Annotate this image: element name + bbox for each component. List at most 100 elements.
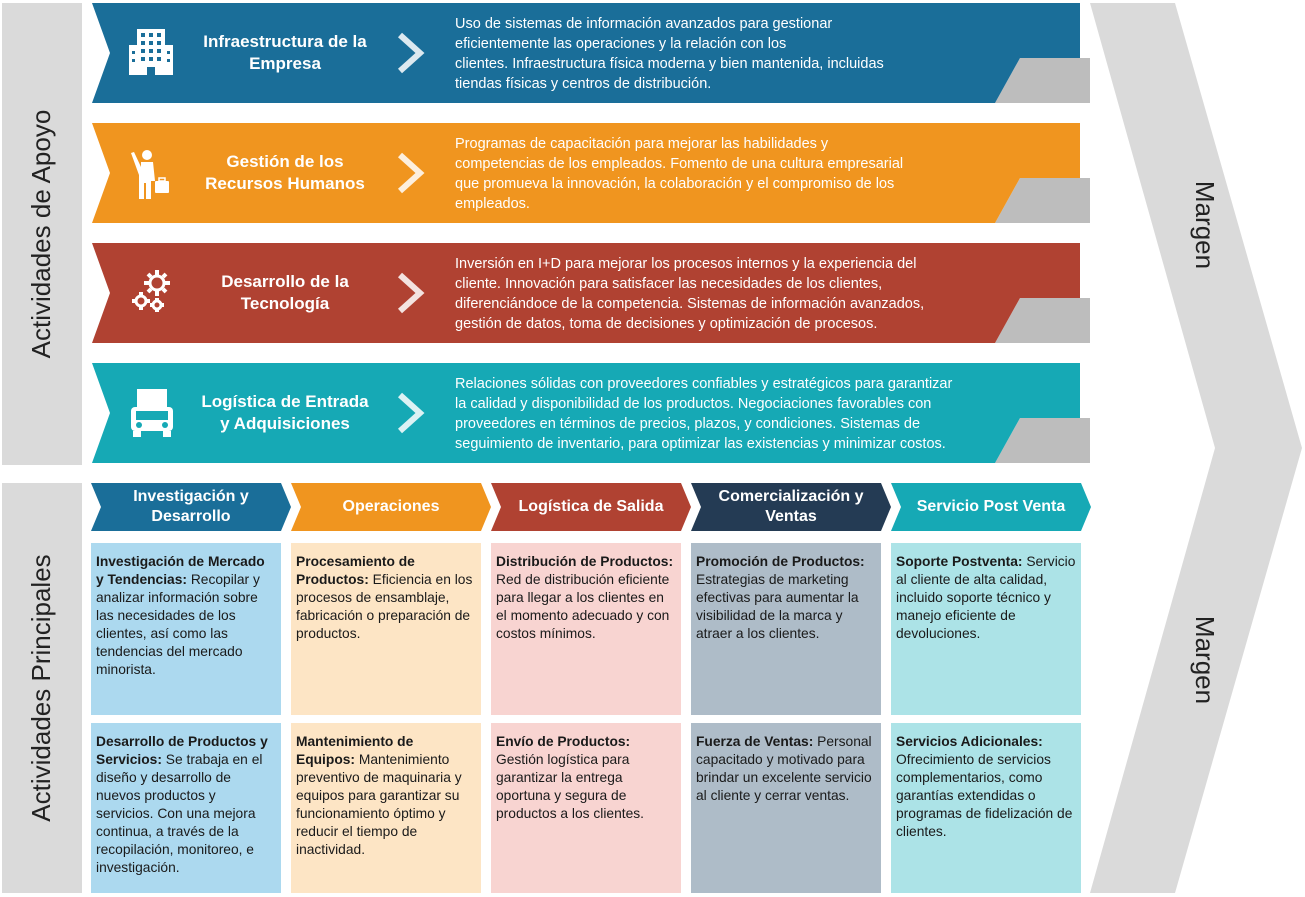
support-row-title-line: Desarrollo de la	[221, 272, 349, 291]
support-row-title: Logística de Entrada y Adquisiciones	[185, 391, 385, 435]
support-row-title: Infraestructura de la Empresa	[185, 31, 385, 75]
primary-activity-card-text: Estrategias de marketing efectivas para …	[696, 572, 859, 641]
primary-column-title-line: Operaciones	[342, 498, 440, 515]
support-row-chevron	[397, 152, 425, 194]
support-row-fold-shadow	[995, 418, 1090, 463]
primary-activity-card-heading: Envío de Productos:	[496, 734, 631, 749]
primary-activity-card: Envío de Productos: Gestión logística pa…	[491, 723, 681, 893]
primary-activity-card-text: Recopilar y analizar información sobre l…	[96, 572, 260, 677]
primary-column-header-shape	[691, 483, 891, 531]
primary-column-title-line: Investigación y	[133, 488, 249, 505]
support-row-description-line: la calidad y disponibilidad de los produ…	[455, 396, 932, 412]
primary-activity-card-heading: Fuerza de Ventas:	[696, 734, 814, 749]
primary-activity-card: Servicios Adicionales: Ofrecimiento de s…	[891, 723, 1081, 893]
primary-column-title-line: Servicio Post Venta	[916, 498, 1066, 515]
primary-activity-card: Mantenimiento de Equipos: Mantenimiento …	[291, 723, 481, 893]
support-row-title-line: Logística de Entrada	[201, 392, 369, 411]
support-row-title-line: y Adquisiciones	[220, 414, 350, 433]
primary-activity-card: Procesamiento de Productos: Eficiencia e…	[291, 543, 481, 715]
primary-activity-card-heading: Distribución de Productos:	[496, 554, 674, 569]
support-row-ribbon	[92, 123, 1080, 223]
primary-activity-card-heading: Investigación de Mercado y Tendencias:	[96, 554, 265, 587]
person-briefcase-icon	[127, 147, 175, 206]
primary-column-header-shape	[291, 483, 491, 531]
primary-activity-card-text: Mantenimiento preventivo de maquinaria y…	[296, 752, 462, 857]
support-row-description: Uso de sistemas de información avanzados…	[455, 14, 1025, 94]
support-row-chevron	[397, 392, 425, 434]
support-row-description: Programas de capacitación para mejorar l…	[455, 134, 1025, 214]
primary-activity-card-heading: Servicios Adicionales:	[896, 734, 1043, 749]
primary-column-title: Logística de Salida	[496, 483, 686, 531]
gears-icon	[127, 267, 175, 320]
building-icon	[127, 27, 175, 82]
support-row-ribbon	[92, 363, 1080, 463]
primary-activity-card-text: Se trabaja en el diseño y desarrollo de …	[96, 752, 263, 875]
primary-column-title: Servicio Post Venta	[896, 483, 1086, 531]
support-row-title-line: Tecnología	[240, 294, 330, 313]
support-row-description-line: Uso de sistemas de información avanzados…	[455, 16, 833, 32]
support-row-description-line: eficientemente las operaciones y la rela…	[455, 36, 787, 52]
primary-activity-card: Investigación de Mercado y Tendencias: R…	[91, 543, 281, 715]
primary-activity-card-heading: Desarrollo de Productos y Servicios:	[96, 734, 268, 767]
support-row-description-line: gestión de datos, toma de decisiones y o…	[455, 316, 878, 332]
support-row-fold-shadow	[995, 298, 1090, 343]
primary-column-title-line: Ventas	[765, 508, 817, 525]
support-row-description-line: Programas de capacitación para mejorar l…	[455, 136, 829, 152]
primary-activity-card-text: Servicio al cliente de alta calidad, inc…	[896, 554, 1076, 641]
support-row-description-line: tiendas físicas y centros de distribució…	[455, 76, 712, 92]
support-row-title-line: Gestión de los	[226, 152, 344, 171]
primary-column-title: Operaciones	[296, 483, 486, 531]
support-row-description-line: empleados.	[455, 196, 530, 212]
primary-activity-card-heading: Procesamiento de Productos:	[296, 554, 415, 587]
truck-icon	[127, 387, 175, 444]
support-row-title-line: Recursos Humanos	[205, 174, 365, 193]
margin-label-top: Margen	[1190, 180, 1220, 270]
primary-activity-card: Desarrollo de Productos y Servicios: Se …	[91, 723, 281, 893]
support-row-title: Desarrollo de la Tecnología	[185, 271, 385, 315]
primary-column-title: Comercialización y Ventas	[696, 483, 886, 531]
primary-activity-card-text: Eficiencia en los procesos de ensamblaje…	[296, 572, 473, 641]
primary-column-header-shape	[91, 483, 291, 531]
support-row-fold-shadow	[995, 58, 1090, 103]
support-row-description-line: cliente. Innovación para satisfacer las …	[455, 276, 883, 292]
support-row-description-line: Relaciones sólidas con proveedores confi…	[455, 376, 953, 392]
support-row-description-line: clientes. Infraestructura física moderna…	[455, 56, 884, 72]
support-side-bar	[2, 3, 82, 465]
primary-activity-card-text: Red de distribución eficiente para llega…	[496, 572, 670, 641]
support-row-description-line: diferenciándoce de la competencia. Siste…	[455, 296, 925, 312]
support-row-description: Inversión en I+D para mejorar los proces…	[455, 254, 1025, 334]
support-row-chevron	[397, 272, 425, 314]
support-activities-label: Actividades de Apoyo	[26, 109, 56, 359]
support-row-description-line: seguimiento de inventario, para optimiza…	[455, 436, 946, 452]
primary-column-header-shape	[891, 483, 1091, 531]
primary-activity-card: Fuerza de Ventas: Personal capacitado y …	[691, 723, 881, 893]
primary-activity-card: Promoción de Productos: Estrategias de m…	[691, 543, 881, 715]
primary-column-title-line: Comercialización y	[718, 488, 864, 505]
primary-column-header-shape	[491, 483, 691, 531]
support-row-chevron	[397, 32, 425, 74]
support-row-title-line: Empresa	[249, 54, 321, 73]
support-row-description: Relaciones sólidas con proveedores confi…	[455, 374, 1025, 454]
primary-column-title-line: Desarrollo	[151, 508, 231, 525]
primary-column-title-line: Logística de Salida	[518, 498, 664, 515]
primary-activities-label: Actividades Principales	[26, 554, 56, 822]
primary-side-bar	[2, 483, 82, 893]
primary-activity-card-text: Ofrecimiento de servicios complementario…	[896, 752, 1073, 839]
support-row-title-line: Infraestructura de la	[203, 32, 367, 51]
primary-activity-card: Soporte Postventa: Servicio al cliente d…	[891, 543, 1081, 715]
support-row-fold-shadow	[995, 178, 1090, 223]
primary-activity-card-heading: Soporte Postventa:	[896, 554, 1023, 569]
primary-activity-card: Distribución de Productos: Red de distri…	[491, 543, 681, 715]
primary-activity-card-heading: Promoción de Productos:	[696, 554, 865, 569]
support-row-description-line: proveedores en términos de precios, plaz…	[455, 416, 921, 432]
support-row-description-line: competencias de los empleados. Fomento d…	[455, 156, 904, 172]
support-row-description-line: Inversión en I+D para mejorar los proces…	[455, 256, 917, 272]
support-row-ribbon	[92, 3, 1080, 103]
margin-chevron	[1090, 3, 1302, 893]
primary-activity-card-heading: Mantenimiento de Equipos:	[296, 734, 414, 767]
margin-label-bottom: Margen	[1190, 615, 1220, 705]
primary-activity-card-text: Personal capacitado y motivado para brin…	[696, 734, 872, 803]
primary-column-title: Investigación y Desarrollo	[96, 483, 286, 531]
